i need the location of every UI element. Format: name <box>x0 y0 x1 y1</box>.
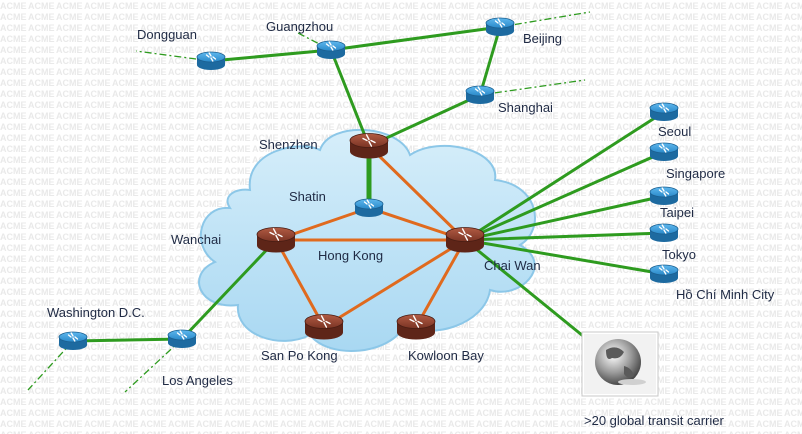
wanchai-label: Wanchai <box>171 232 222 247</box>
link-chai_wan-transit <box>463 238 590 342</box>
tokyo-label: Tokyo <box>662 247 696 262</box>
guangzhou-label: Guangzhou <box>266 19 334 34</box>
guangzhou-router-icon[interactable] <box>316 40 346 59</box>
washington-label: Washington D.C. <box>47 305 145 320</box>
globe-icon[interactable] <box>581 331 659 397</box>
link-chai_wan-san_po_kong <box>322 238 467 329</box>
beijing-label: Beijing <box>523 31 563 46</box>
shanghai-router-icon[interactable] <box>465 85 495 104</box>
kowloon-bay-label: Kowloon Bay <box>408 348 484 363</box>
dongguan-label: Dongguan <box>137 27 197 42</box>
hong-kong-label: Hong Kong <box>318 248 384 263</box>
link-chai_wan-singapore <box>463 150 666 242</box>
link-chai_wan-kowloon_bay <box>414 238 467 329</box>
link-dongguan-guangzhou <box>209 48 333 63</box>
seoul-router-icon[interactable] <box>649 102 679 121</box>
ho-chi-minh-label: Hồ Chí Minh City <box>676 287 775 302</box>
link-wanchai-los_angeles <box>180 238 278 341</box>
san-po-kong-core-router-icon[interactable] <box>304 314 344 340</box>
seoul-label: Seoul <box>658 124 692 139</box>
singapore-router-icon[interactable] <box>649 142 679 161</box>
dongguan-router-icon[interactable] <box>196 51 226 70</box>
chai-wan-core-router-icon[interactable] <box>445 227 485 253</box>
ho-chi-minh-router-icon[interactable] <box>649 264 679 283</box>
taipei-label: Taipei <box>660 205 694 220</box>
link-chai_wan-taipei <box>463 194 666 242</box>
washington-router-icon[interactable] <box>58 331 88 350</box>
link-shenzhen-chai_wan <box>367 144 467 242</box>
san-po-kong-label: San Po Kong <box>261 348 338 363</box>
link-chai_wan-ho_chi_minh <box>463 238 666 276</box>
link-wanchai-san_po_kong <box>274 238 326 329</box>
wanchai-core-router-icon[interactable] <box>256 227 296 253</box>
dashed-link-dongguan <box>135 50 212 62</box>
shatin-label: Shatin <box>289 189 326 204</box>
link-chai_wan-tokyo <box>463 231 666 242</box>
link-chai_wan-seoul <box>463 110 666 242</box>
beijing-router-icon[interactable] <box>485 17 515 36</box>
link-guangzhou-beijing <box>329 25 502 52</box>
los-angeles-label: Los Angeles <box>162 373 233 388</box>
dashed-link-shanghai <box>479 79 586 96</box>
shenzhen-core-router-icon[interactable] <box>349 133 389 159</box>
los-angeles-router-icon[interactable] <box>167 329 197 348</box>
singapore-label: Singapore <box>666 166 726 181</box>
link-washington-los_angeles <box>71 337 184 343</box>
dashed-link-los_angeles <box>124 338 183 393</box>
shatin-router-icon[interactable] <box>354 198 384 217</box>
kowloon-bay-core-router-icon[interactable] <box>396 314 436 340</box>
transit-label: >20 global transit carrier <box>584 413 724 428</box>
taipei-router-icon[interactable] <box>649 186 679 205</box>
link-beijing-shanghai <box>478 25 502 97</box>
dashed-link-beijing <box>499 11 591 28</box>
chai-wan-label: Chai Wan <box>484 258 541 273</box>
tokyo-router-icon[interactable] <box>649 223 679 242</box>
link-guangzhou-shenzhen <box>329 48 371 148</box>
shenzhen-label: Shenzhen <box>259 137 318 152</box>
shanghai-label: Shanghai <box>498 100 553 115</box>
link-shanghai-shenzhen <box>367 93 482 148</box>
